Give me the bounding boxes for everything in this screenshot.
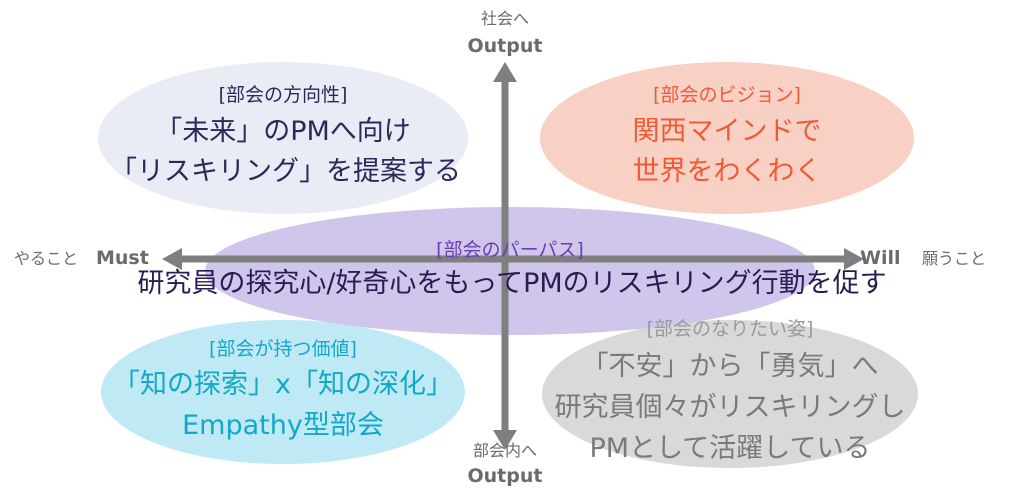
center-heading: [部会のパーパス] — [436, 239, 584, 261]
center-purpose-text: 研究員の探究心/好奇心をもってPMのリスキリング行動を促す — [137, 268, 887, 299]
top-left-line-2: 「リスキリング」を提案する — [110, 156, 461, 187]
bottom-left-ellipse — [101, 320, 465, 464]
top-left-ellipse — [98, 62, 468, 214]
axis-top-label-jp: 社会へ — [480, 9, 529, 28]
axis-left-label-jp: やること — [14, 249, 79, 268]
bottom-left-line-2: Empathy型部会 — [182, 410, 384, 441]
arrow-up-head — [493, 62, 517, 82]
top-left-heading: [部会の方向性] — [218, 84, 348, 106]
bottom-right-line-2: 研究員個々がリスキリングし — [554, 392, 906, 423]
bottom-right-ellipse — [542, 320, 918, 468]
bottom-left-heading: [部会が持つ価値] — [209, 338, 357, 360]
axis-bottom-label-en: Output — [467, 465, 543, 487]
arrow-down-head — [493, 430, 517, 450]
axis-left-label-en: Must — [96, 247, 149, 269]
bottom-right-line-1: 「不安」から「勇気」へ — [581, 351, 879, 382]
top-right-ellipse — [540, 62, 914, 214]
bottom-left-line-1: 「知の探索」x「知の深化」 — [113, 369, 453, 400]
top-right-line-1: 関西マインドで — [632, 116, 822, 147]
bottom-right-line-3: PMとして活躍している — [589, 433, 871, 464]
top-right-line-2: 世界をわくわく — [632, 156, 822, 187]
bottom-right-heading: [部会のなりたい姿] — [646, 318, 814, 340]
center-ellipse — [205, 207, 815, 335]
arrow-right-head — [844, 248, 864, 270]
axis-right-label-en: Will — [860, 247, 901, 269]
top-right-heading: [部会のビジョン] — [653, 84, 801, 106]
arrow-left-head — [162, 248, 182, 270]
axis-right-label-jp: 願うこと — [922, 249, 987, 268]
axis-top-label-en: Output — [467, 35, 543, 57]
top-left-line-1: 「未来」のPMへ向け — [155, 116, 411, 147]
axis-bottom-label-jp: 部会内へ — [472, 441, 537, 460]
